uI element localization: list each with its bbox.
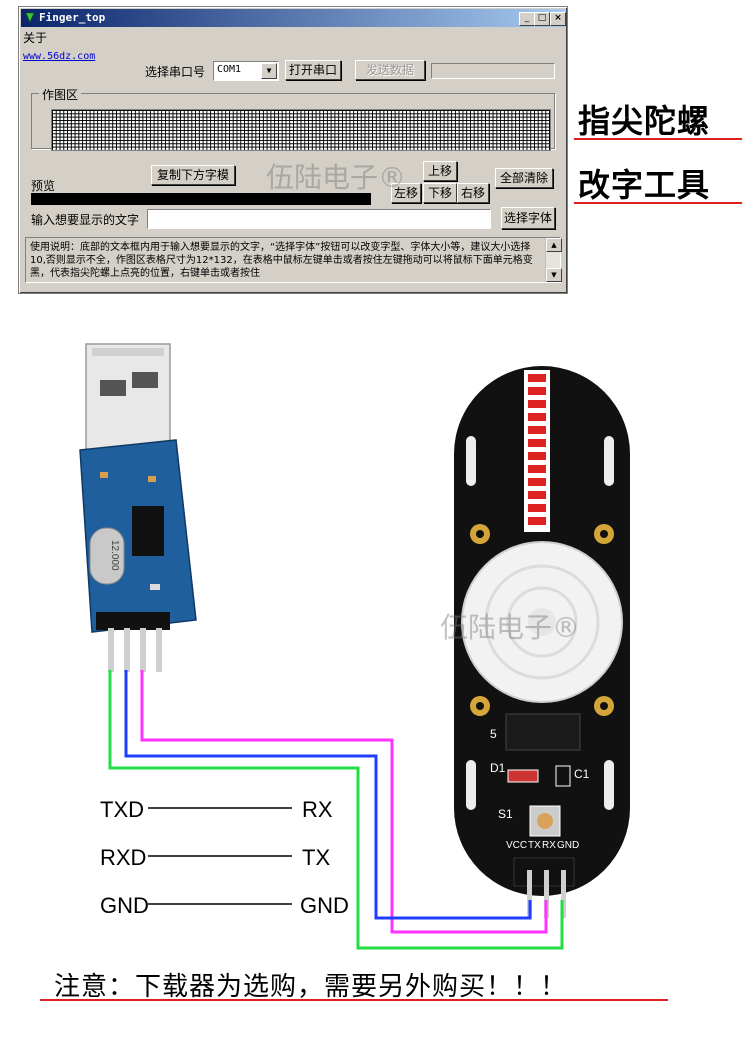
usb-smd (150, 584, 160, 590)
maximize-button[interactable]: □ (534, 12, 550, 26)
help-textbox[interactable]: 使用说明：底部的文本框内用于输入想要显示的文字，“选择字体”按钮可以改变字型、字… (25, 237, 562, 283)
app-window: Finger_top _ □ × 关于 www.56dz.com 选择串口号 C… (18, 6, 568, 294)
usb-adapter: 12.000 (79, 343, 197, 672)
led (528, 452, 546, 460)
input-label: 输入想要显示的文字 (31, 213, 140, 227)
port-label: 选择串口号 (145, 65, 206, 79)
led (528, 517, 546, 525)
spinner-pin (527, 870, 532, 918)
led (528, 478, 546, 486)
open-port-button[interactable]: 打开串口 (285, 60, 341, 80)
mcu-chip (505, 713, 581, 751)
website-link[interactable]: www.56dz.com (23, 51, 96, 62)
wire-txd-rx (140, 670, 548, 934)
purchase-note: 注意：下载器为选购，需要另外购买！！！ (54, 972, 568, 1002)
preview-label: 预览 (31, 179, 56, 193)
help-scrollbar[interactable]: ▲ ▼ (545, 238, 562, 282)
led (528, 400, 546, 408)
title-underline (574, 138, 742, 140)
feature-title-2: 改字工具 (578, 166, 711, 204)
move-up-button[interactable]: 上移 (423, 161, 457, 181)
feature-title-1: 指尖陀螺 (578, 102, 711, 140)
title-bar[interactable]: Finger_top _ □ × (21, 9, 566, 27)
d1-part (507, 769, 539, 783)
slot (604, 760, 614, 810)
led (528, 491, 546, 499)
usb-header (96, 612, 170, 630)
led (528, 504, 546, 512)
port-value: COM1 (217, 64, 242, 75)
label-rxd: RXD (100, 845, 147, 870)
usb-plug (85, 343, 171, 451)
window-title: Finger_top (39, 11, 106, 24)
usb-pin (108, 628, 114, 672)
label-gnd-left: GND (100, 893, 149, 918)
pin-label: GND (557, 840, 579, 851)
preview-display (31, 193, 371, 205)
chevron-down-icon[interactable]: ▼ (261, 63, 277, 79)
usb-chip (132, 506, 164, 556)
wire-rxd-tx (124, 670, 532, 920)
choose-font-button[interactable]: 选择字体 (501, 207, 555, 229)
usb-pin (124, 628, 130, 672)
label-tx: TX (302, 845, 331, 870)
move-down-button[interactable]: 下移 (423, 183, 457, 203)
slot (604, 436, 614, 486)
board-mark: S1 (498, 807, 513, 821)
usb-slot (132, 372, 158, 388)
spinner-board: D1 C1 S1 5 VCC TX RX GND (454, 366, 630, 918)
title-underline (574, 202, 742, 204)
label-txd: TXD (100, 797, 144, 822)
led (528, 387, 546, 395)
led (528, 374, 546, 382)
slot (466, 436, 476, 486)
label-rx: RX (302, 797, 333, 822)
crystal (89, 527, 125, 585)
crystal-label: 12.000 (109, 540, 120, 571)
scroll-down-icon[interactable]: ▼ (546, 268, 562, 282)
board-mark: 5 (490, 727, 497, 741)
menu-about[interactable]: 关于 (23, 31, 48, 45)
drawing-grid[interactable] (51, 109, 551, 151)
watermark: 伍陆电子® (266, 161, 407, 194)
board-mark: C1 (574, 767, 590, 781)
move-right-button[interactable]: 右移 (457, 183, 489, 203)
slot (466, 760, 476, 810)
move-left-button[interactable]: 左移 (391, 183, 421, 203)
usb-highlight (92, 348, 164, 356)
usb-pin (156, 628, 162, 672)
board-mark: D1 (490, 761, 506, 775)
spinner-pin (561, 870, 566, 918)
app-icon (25, 12, 35, 23)
draw-area-label: 作图区 (39, 86, 82, 103)
watermark: 伍陆电子® (440, 611, 581, 644)
usb-smd (100, 472, 108, 478)
clear-all-button[interactable]: 全部清除 (495, 168, 553, 188)
led (528, 465, 546, 473)
copy-font-button[interactable]: 复制下方字模 (151, 165, 235, 185)
port-select[interactable]: COM1 ▼ (213, 61, 279, 81)
close-button[interactable]: × (550, 12, 566, 26)
usb-pin (140, 628, 146, 672)
send-data-button[interactable]: 发送数据 (355, 60, 425, 80)
spinner-pin (544, 870, 549, 918)
led (528, 413, 546, 421)
s1-button (529, 805, 561, 837)
pin-label: RX (542, 840, 556, 851)
progress-bar (431, 63, 555, 79)
pin-label: VCC (506, 840, 527, 851)
led (528, 439, 546, 447)
usb-slot (100, 380, 126, 396)
text-input[interactable] (147, 209, 491, 229)
usb-smd (148, 476, 156, 482)
wire-gnd (108, 670, 564, 950)
label-gnd-right: GND (300, 893, 349, 918)
led (528, 426, 546, 434)
scroll-up-icon[interactable]: ▲ (546, 238, 562, 252)
pin-label: TX (528, 840, 541, 851)
help-text: 使用说明：底部的文本框内用于输入想要显示的文字，“选择字体”按钮可以改变字型、字… (30, 242, 533, 279)
c1-part (555, 765, 571, 787)
